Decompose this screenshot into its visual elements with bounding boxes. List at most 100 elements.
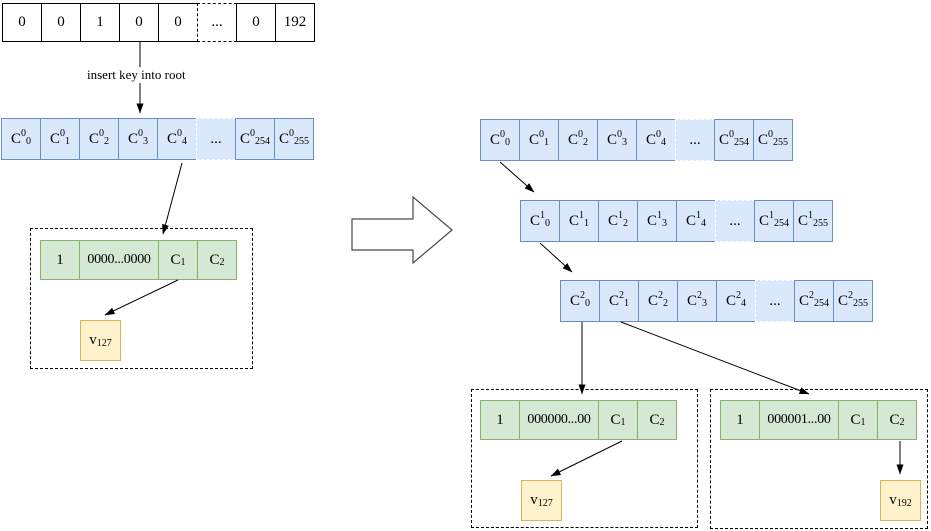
superscript: 0 [176, 128, 182, 140]
subscript: 255 [293, 135, 310, 147]
superscript: 2 [657, 290, 663, 302]
array-cell: 0 [119, 3, 159, 42]
leaf-group-before [30, 228, 253, 369]
subscript: 4 [182, 135, 188, 147]
array-cell-ellipsis: ... [675, 119, 715, 161]
superscript: 1 [617, 210, 623, 222]
insert-key-label: insert key into root [84, 67, 189, 83]
superscript: 2 [808, 290, 814, 302]
superscript: 1 [578, 210, 584, 222]
array-cell: 0 [158, 3, 198, 42]
subscript: 3 [143, 135, 149, 147]
subscript: 3 [662, 217, 668, 229]
subscript: 3 [702, 297, 708, 309]
subscript: 127 [537, 498, 553, 509]
superscript: 2 [618, 290, 624, 302]
subscript: 254 [733, 136, 750, 148]
array-cell: 1 [720, 400, 760, 440]
subscript: 2 [583, 136, 589, 148]
subscript: 192 [896, 498, 912, 509]
arrow-level0-to-level1 [499, 161, 535, 193]
array-cell: 1 [40, 240, 80, 280]
array-cell: 0 [41, 3, 81, 42]
superscript: 2 [696, 290, 702, 302]
superscript: 2 [735, 290, 741, 302]
superscript: 1 [807, 210, 813, 222]
superscript: 2 [847, 290, 853, 302]
subscript: 1 [180, 256, 186, 268]
subscript: 127 [96, 338, 112, 349]
superscript: 2 [579, 290, 585, 302]
subscript: 4 [741, 297, 747, 309]
array-cell: 000000...00 [519, 400, 599, 440]
leaf-group-right-after [710, 389, 928, 529]
subscript: 2 [663, 297, 669, 309]
subscript: 255 [852, 297, 869, 309]
arrow-level1-to-level2 [539, 242, 573, 273]
subscript: 255 [772, 136, 789, 148]
subscript: 1 [860, 416, 866, 428]
superscript: 0 [538, 129, 544, 141]
array-cell: 0 [2, 3, 42, 42]
subscript: 2 [623, 217, 629, 229]
subscript: 0 [26, 135, 32, 147]
superscript: 0 [655, 129, 661, 141]
subscript: 3 [622, 136, 628, 148]
superscript: 0 [98, 128, 104, 140]
transformation-block-arrow [351, 195, 453, 265]
superscript: 0 [288, 128, 294, 140]
subscript: 0 [585, 297, 591, 309]
superscript: 0 [767, 129, 773, 141]
superscript: 0 [249, 128, 255, 140]
superscript: 0 [499, 129, 505, 141]
arrow-root-to-leaf-before [162, 162, 183, 235]
superscript: 1 [539, 210, 545, 222]
array-cell-ellipsis: ... [755, 280, 795, 322]
superscript: 0 [137, 128, 143, 140]
subscript: 2 [219, 256, 225, 268]
subscript: 254 [254, 135, 271, 147]
array-cell: 000001...00 [759, 400, 839, 440]
superscript: 1 [768, 210, 774, 222]
subscript: 254 [813, 297, 830, 309]
subscript: 1 [620, 416, 626, 428]
superscript: 0 [59, 128, 65, 140]
array-cell: 0000...0000 [79, 240, 159, 280]
subscript: 0 [545, 217, 551, 229]
